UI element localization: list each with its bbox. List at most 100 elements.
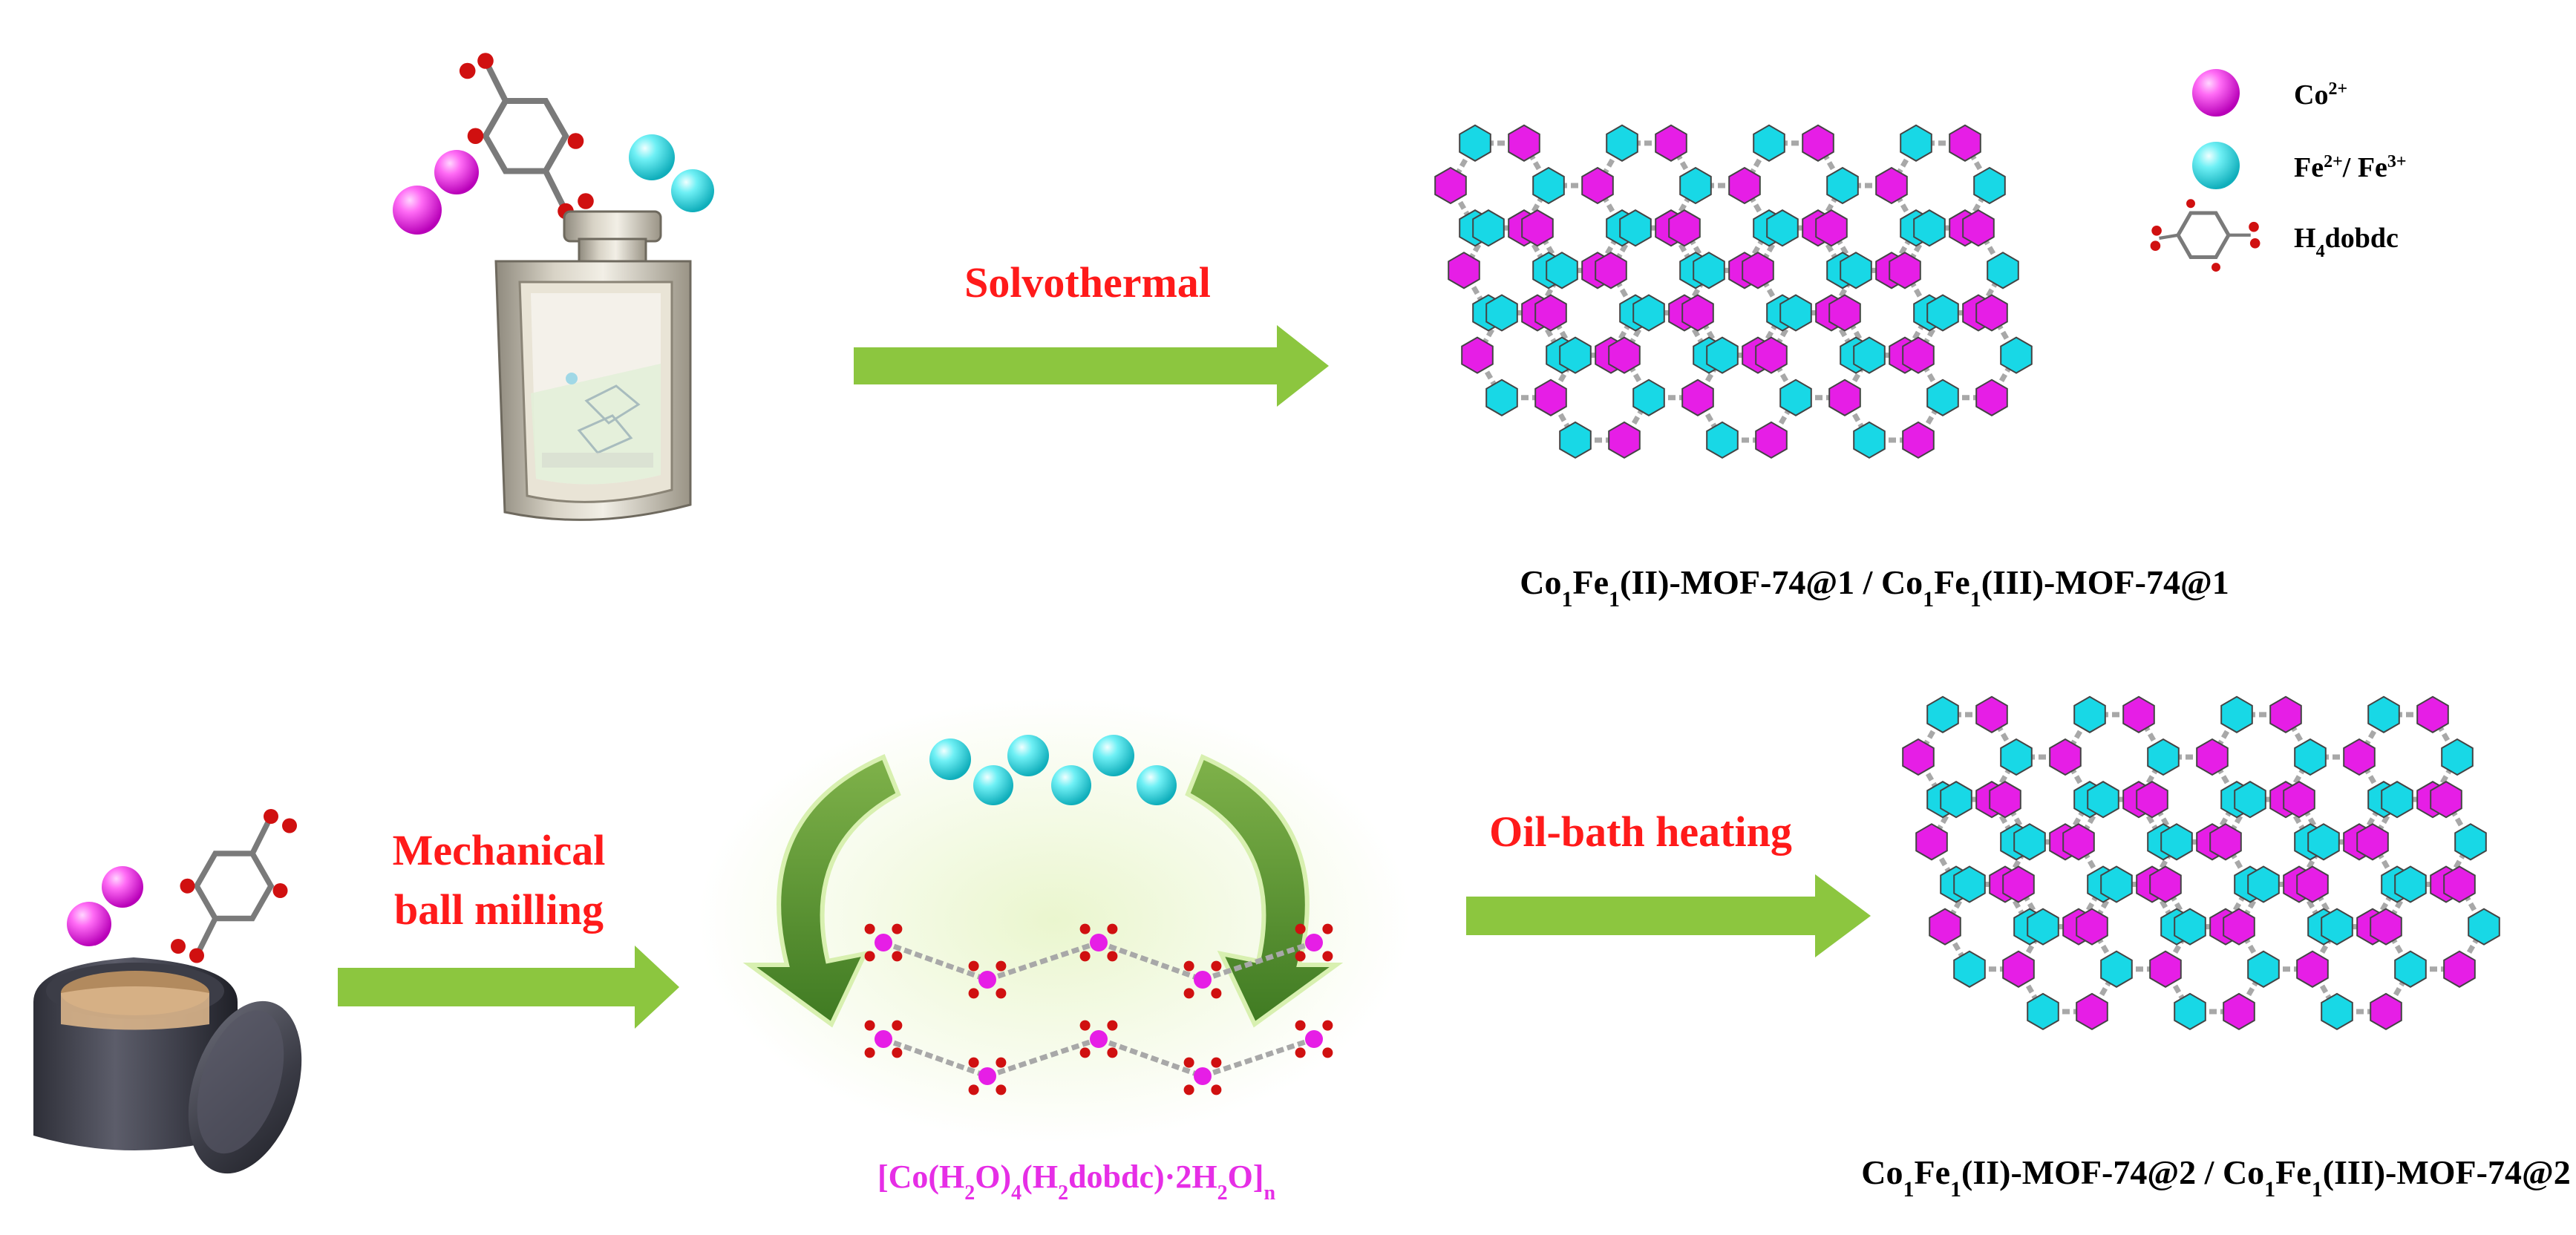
oxygen-atom (968, 988, 979, 999)
cobalt-node (1802, 124, 1834, 162)
cobalt-center (1090, 1030, 1108, 1048)
oxygen-atom (996, 988, 1007, 999)
legend-cobalt-label: Co2+ (2294, 79, 2347, 111)
cobalt-node (2370, 992, 2402, 1031)
oxygen-atom (1107, 1020, 1118, 1031)
cobalt-center (1194, 1067, 1212, 1085)
oxygen-atom (864, 1020, 875, 1031)
arrow-ball-milling (338, 946, 679, 1029)
linker-bond (2163, 882, 2193, 928)
linker-bond (2456, 882, 2487, 928)
cobalt-node (1534, 379, 1567, 416)
coordination-polymer-chains (864, 923, 1333, 1095)
oxygen-atom (1107, 923, 1118, 934)
cobalt-node (1902, 421, 1935, 459)
cobalt-node (2356, 823, 2389, 861)
cobalt-node (1448, 252, 1480, 289)
iron-node (1826, 166, 1859, 205)
iron-node (2013, 823, 2046, 861)
oxygen-atom (1322, 1020, 1333, 1031)
cobalt-node (1755, 421, 1788, 459)
linker-bond (2002, 882, 2033, 928)
product-label-bottom: Co1Fe1(II)-MOF-74@2 / Co1Fe1(III)-MOF-74… (1861, 1153, 2571, 1202)
oxygen-atom (1211, 1057, 1222, 1068)
cobalt-ion-icon (434, 150, 479, 194)
iron-node (1779, 294, 1812, 332)
iron-node (1753, 124, 1785, 162)
cobalt-node (2443, 950, 2476, 988)
mof-framework-bottom (1902, 695, 2500, 1031)
iron-node (2073, 695, 2106, 733)
oxygen-atom (892, 923, 903, 934)
cobalt-node (1608, 421, 1641, 459)
iron-node (2468, 908, 2500, 946)
iron-node (1472, 209, 1505, 247)
cobalt-center (978, 971, 996, 989)
cobalt-center (978, 1067, 996, 1085)
oxygen-atom (1079, 1047, 1091, 1058)
linker-bond (2296, 840, 2327, 886)
oxygen-atom (1295, 1047, 1306, 1058)
oxygen-atom (1183, 988, 1194, 999)
step-label-oil-bath: Oil-bath heating (1489, 808, 1792, 856)
cobalt-node (2122, 695, 2155, 733)
linker-bond (2383, 882, 2413, 928)
iron-node (1559, 421, 1592, 459)
cobalt-node (1828, 379, 1861, 416)
cobalt-node (1595, 252, 1627, 289)
cobalt-node (2283, 781, 2315, 819)
cobalt-node (2049, 738, 2082, 776)
iron-node (1546, 252, 1578, 289)
linker-bond (1989, 756, 2019, 801)
oxygen-atom (1322, 1047, 1333, 1058)
linker-bond (2236, 968, 2266, 1013)
linker-bond (986, 940, 1100, 983)
oxygen-atom (1322, 923, 1333, 934)
iron-node (1532, 166, 1565, 205)
iron-node (1706, 421, 1739, 459)
cobalt-node (1949, 124, 1981, 162)
iron-ion-icon (1137, 765, 1177, 805)
oxygen-atom (996, 1057, 1007, 1068)
legend-ligand-label: H4dobdc (2294, 223, 2399, 261)
legend: Co2+ Fe2+/ Fe3+ H4dobdc (2150, 69, 2407, 272)
cobalt-node (1581, 166, 1614, 205)
cobalt-node (1975, 695, 2008, 733)
iron-node (1485, 379, 1518, 416)
cobalt-node (2269, 695, 2302, 733)
linker-bond (2223, 840, 2253, 886)
autoclave-icon (494, 210, 692, 521)
iron-node (1900, 124, 1932, 162)
ball-mill-jar-icon (33, 957, 302, 1174)
iron-ion-icon (929, 738, 971, 780)
linker-bond (2016, 968, 2046, 1013)
iron-node (1953, 950, 1986, 988)
iron-node (2394, 950, 2427, 988)
iron-node (2381, 781, 2413, 819)
linker-bond (2062, 756, 2093, 801)
iron-node (1940, 781, 1972, 819)
linker-bond (882, 1036, 989, 1079)
iron-node (2027, 992, 2059, 1031)
cobalt-node (1875, 166, 1908, 205)
oxygen-atom (1107, 951, 1118, 962)
intermediate-group (698, 698, 1410, 1143)
linker-bond (2370, 840, 2400, 886)
linker-bond (2309, 968, 2340, 1013)
cobalt-node (1655, 124, 1687, 162)
cobalt-node (1668, 209, 1701, 247)
cobalt-node (2370, 908, 2402, 946)
cobalt-node (1902, 738, 1935, 776)
arrow-oil-bath (1466, 874, 1871, 957)
cobalt-node (2149, 865, 2182, 903)
linker-bond (1201, 940, 1315, 983)
product-label-top: Co1Fe1(II)-MOF-74@1 / Co1Fe1(III)-MOF-74… (1520, 563, 2229, 612)
step-label-mechanical: Mechanical (393, 826, 606, 874)
iron-node (2234, 781, 2266, 819)
iron-node (2247, 950, 2280, 988)
linker-bond (2209, 756, 2240, 801)
cobalt-node (1889, 252, 1921, 289)
oxygen-atom (1322, 951, 1333, 962)
cobalt-node (2196, 738, 2229, 776)
iron-node (1953, 865, 1986, 903)
